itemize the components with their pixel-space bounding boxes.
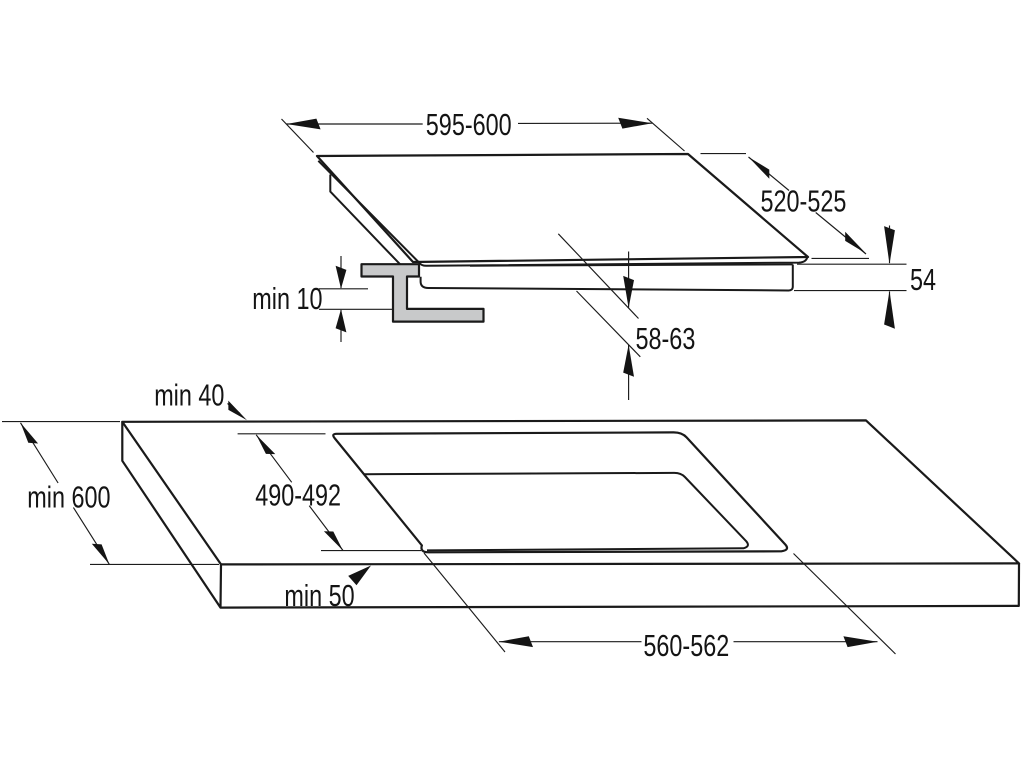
svg-text:58-63: 58-63 [636,321,696,356]
svg-text:min 600: min 600 [27,479,110,514]
svg-text:560-562: 560-562 [643,628,729,663]
svg-text:595-600: 595-600 [426,107,512,142]
svg-text:min 50: min 50 [284,578,354,613]
svg-text:490-492: 490-492 [255,477,341,512]
svg-text:520-525: 520-525 [761,183,847,218]
svg-text:min 10: min 10 [252,281,322,316]
svg-text:54: 54 [910,262,936,297]
svg-text:min 40: min 40 [154,377,224,412]
